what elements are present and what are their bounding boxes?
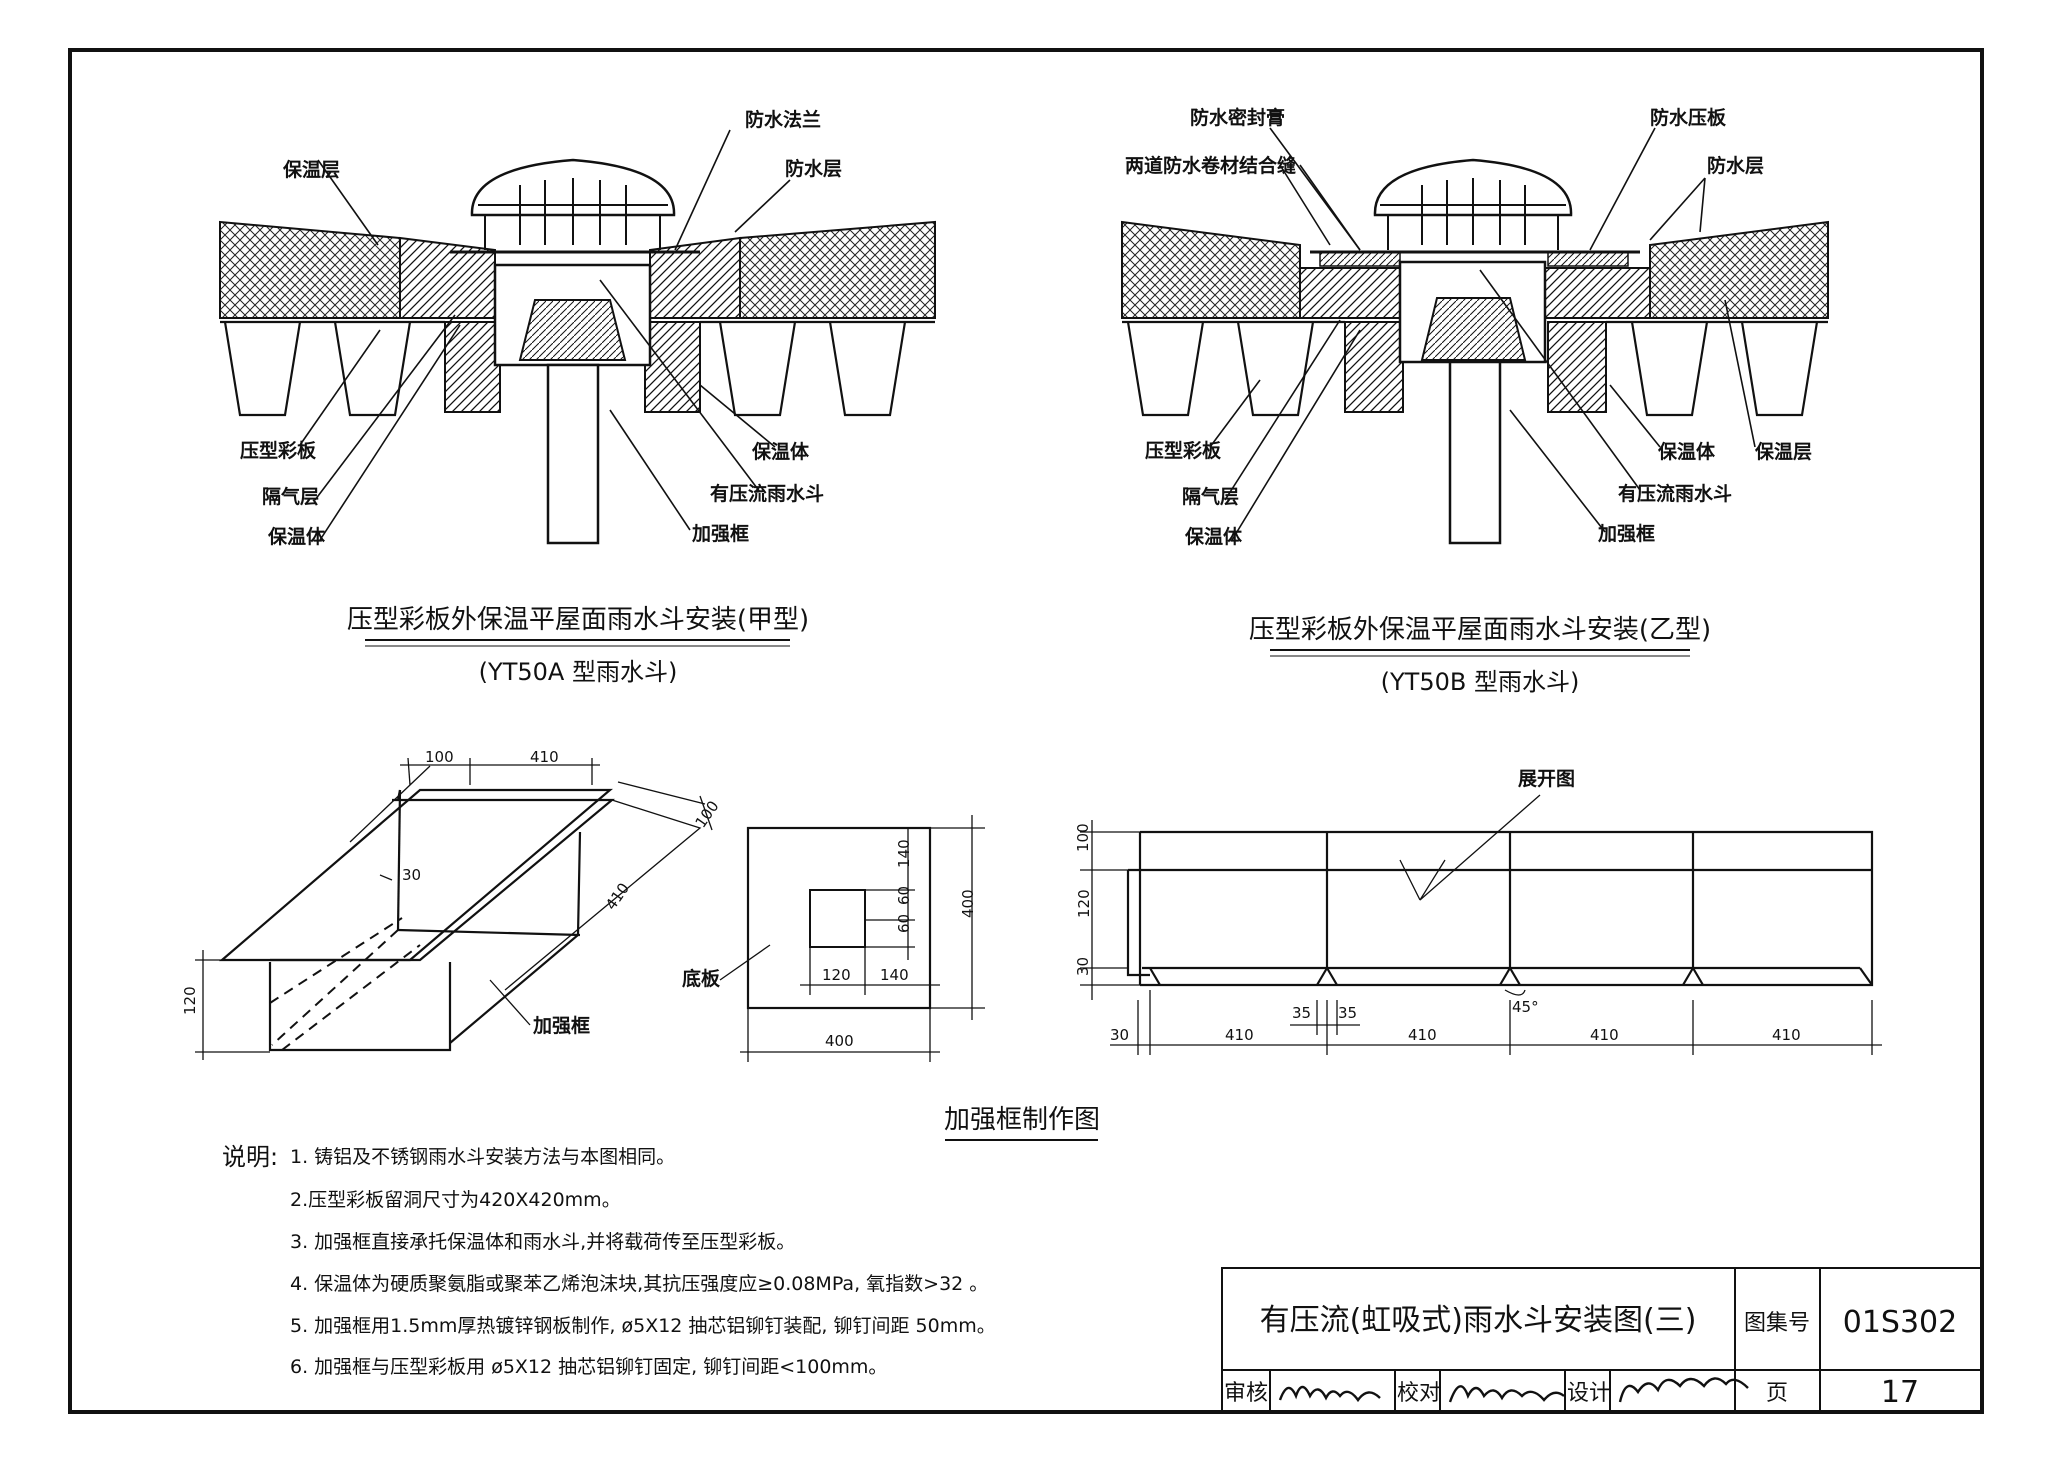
frame-drawing-title: 加强框制作图: [944, 1105, 1100, 1135]
steel-deck-b: [1122, 320, 1828, 417]
iso-dim-30: 30: [402, 866, 421, 884]
label-vapor-barrier-b: 隔气层: [1182, 485, 1239, 508]
notes-heading: 说明:: [222, 1143, 278, 1171]
unfold-seg-1: 410: [1225, 1026, 1254, 1044]
label-drain-b: 有压流雨水斗: [1618, 482, 1732, 505]
note-4: 4. 保温体为硬质聚氨脂或聚苯乙烯泡沫块,其抗压强度应≥0.08MPa, 氧指数…: [290, 1273, 988, 1295]
label-frame-b: 加强框: [1597, 522, 1655, 545]
insulation-block-lower-right: [644, 321, 701, 413]
base-dim-120-h: 120: [822, 966, 851, 984]
unfold-dim-120: 120: [1075, 889, 1093, 918]
atlas-number: 01S302: [1843, 1305, 1957, 1340]
iso-dim-410-top: 410: [530, 748, 559, 766]
unfold: 展开图 100 120 30 35 35 45° 30 410 410 410 …: [1074, 768, 1882, 1055]
iso-dim-120: 120: [181, 986, 199, 1015]
title-block: 有压流(虹吸式)雨水斗安装图(三) 图集号 01S302 审核 校对 设计 页 …: [1221, 1267, 1983, 1413]
page-label: 页: [1766, 1381, 1788, 1406]
insulation-layer-right: [739, 220, 936, 319]
label-insulation-layer: 保温层: [282, 158, 340, 181]
insulation-block-right-b: [1544, 267, 1651, 319]
review-label: 审核: [1224, 1381, 1268, 1406]
unfold-seg-2: 410: [1408, 1026, 1437, 1044]
page-number: 17: [1881, 1375, 1919, 1410]
frame-iso: 100 410 100 410 30 120 加强框: [181, 748, 723, 1060]
iso-dim-410-right: 410: [602, 880, 633, 914]
unfold-seg-3: 410: [1590, 1026, 1619, 1044]
design-label: 设计: [1567, 1381, 1611, 1406]
diagram-b: 防水密封膏 两道防水卷材结合缝 防水压板 防水层 压型彩板 隔气层 保温体 保温…: [1121, 106, 1829, 696]
base-dim-60-a: 60: [895, 886, 913, 905]
sheet-border: [68, 48, 1984, 1414]
insulation-block-left: [399, 236, 496, 319]
label-insulation-layer-b: 保温层: [1754, 440, 1812, 463]
label-pressure-plate: 防水压板: [1650, 106, 1727, 129]
base-dim-60-b: 60: [895, 914, 913, 933]
unfold-dim-30-v: 30: [1074, 957, 1092, 976]
label-waterproof-layer-b: 防水层: [1707, 154, 1764, 177]
drawing-title: 有压流(虹吸式)雨水斗安装图(三): [1260, 1303, 1697, 1338]
base-dim-400-v: 400: [959, 889, 977, 918]
signature-design: [1618, 1377, 1749, 1403]
label-steel-deck: 压型彩板: [240, 439, 317, 462]
atlas-label: 图集号: [1744, 1311, 1810, 1336]
diagram-b-title: 压型彩板外保温平屋面雨水斗安装(乙型): [1249, 615, 1711, 645]
label-insulation-block: 保温体: [267, 525, 326, 548]
note-1: 1. 铸铝及不锈钢雨水斗安装方法与本图相同。: [290, 1146, 675, 1168]
diagram-a-title: 压型彩板外保温平屋面雨水斗安装(甲型): [347, 605, 809, 635]
label-insulation-block-right: 保温体: [751, 440, 810, 463]
label-two-layer-seam: 两道防水卷材结合缝: [1125, 154, 1296, 177]
insulation-layer-left: [219, 220, 401, 319]
label-steel-deck-b: 压型彩板: [1145, 439, 1222, 462]
insulation-layer-right-b: [1649, 220, 1829, 319]
base-dim-140-v: 140: [895, 839, 913, 868]
note-6: 6. 加强框与压型彩板用 ø5X12 抽芯铝铆钉固定, 铆钉间距<100mm。: [290, 1356, 887, 1378]
label-vapor-barrier: 隔气层: [262, 485, 319, 508]
base-dim-140-h: 140: [880, 966, 909, 984]
base-dim-400-h: 400: [825, 1032, 854, 1050]
diagram-a-subtitle: (YT50A 型雨水斗): [479, 658, 678, 686]
unfold-label: 展开图: [1518, 768, 1575, 790]
base-plate-hole: [809, 889, 866, 948]
pressure-plate-right: [1547, 251, 1629, 267]
insulation-block-lower-left-b: [1344, 321, 1404, 413]
insulation-block-lower-right-b: [1547, 321, 1607, 413]
label-frame: 加强框: [691, 522, 749, 545]
unfold-dim-30-h: 30: [1110, 1026, 1129, 1044]
label-drain: 有压流雨水斗: [710, 482, 824, 505]
label-sealant: 防水密封膏: [1190, 106, 1285, 129]
note-3: 3. 加强框直接承托保温体和雨水斗,并将载荷传至压型彩板。: [290, 1231, 795, 1253]
cone-strainer: [518, 299, 627, 361]
cone-strainer-b: [1420, 297, 1527, 361]
insulation-layer-left-b: [1121, 220, 1301, 319]
iso-dim-100-top: 100: [425, 748, 454, 766]
note-5: 5. 加强框用1.5mm厚热镀锌钢板制作, ø5X12 抽芯铝铆钉装配, 铆钉间…: [290, 1315, 996, 1337]
insulation-block-right: [649, 236, 741, 319]
pressure-plate-left: [1319, 251, 1401, 267]
unfold-dim-35-a: 35: [1292, 1004, 1311, 1022]
base-plate: 底板 140 60 60 400 120 140 400: [682, 815, 985, 1062]
label-flange: 防水法兰: [745, 108, 821, 131]
signature-review: [1278, 1385, 1381, 1403]
base-plate-label: 底板: [682, 967, 721, 990]
unfold-dim-35-b: 35: [1338, 1004, 1357, 1022]
label-insulation-block-right-b: 保温体: [1657, 440, 1716, 463]
label-insulation-block-b: 保温体: [1184, 525, 1243, 548]
downpipe-b: [1448, 360, 1502, 545]
note-2: 2.压型彩板留洞尺寸为420X420mm。: [290, 1189, 621, 1211]
signature-check: [1448, 1385, 1565, 1403]
diagram-a: 防水法兰 保温层 防水层 压型彩板 隔气层 保温体 保温体 有压流雨水斗 加强框…: [219, 108, 936, 686]
steel-deck: [220, 320, 935, 417]
downpipe: [546, 363, 600, 545]
notes: 说明: 1. 铸铝及不锈钢雨水斗安装方法与本图相同。 2.压型彩板留洞尺寸为42…: [222, 1143, 996, 1378]
unfold-dim-100: 100: [1074, 823, 1092, 852]
iso-label-frame: 加强框: [532, 1014, 590, 1037]
insulation-block-lower-left: [444, 321, 501, 413]
check-label: 校对: [1397, 1381, 1441, 1406]
insulation-block-left-b: [1299, 267, 1401, 319]
unfold-seg-4: 410: [1772, 1026, 1801, 1044]
diagram-b-subtitle: (YT50B 型雨水斗): [1381, 668, 1580, 696]
label-waterproof-layer: 防水层: [785, 157, 842, 180]
unfold-angle: 45°: [1512, 998, 1539, 1016]
